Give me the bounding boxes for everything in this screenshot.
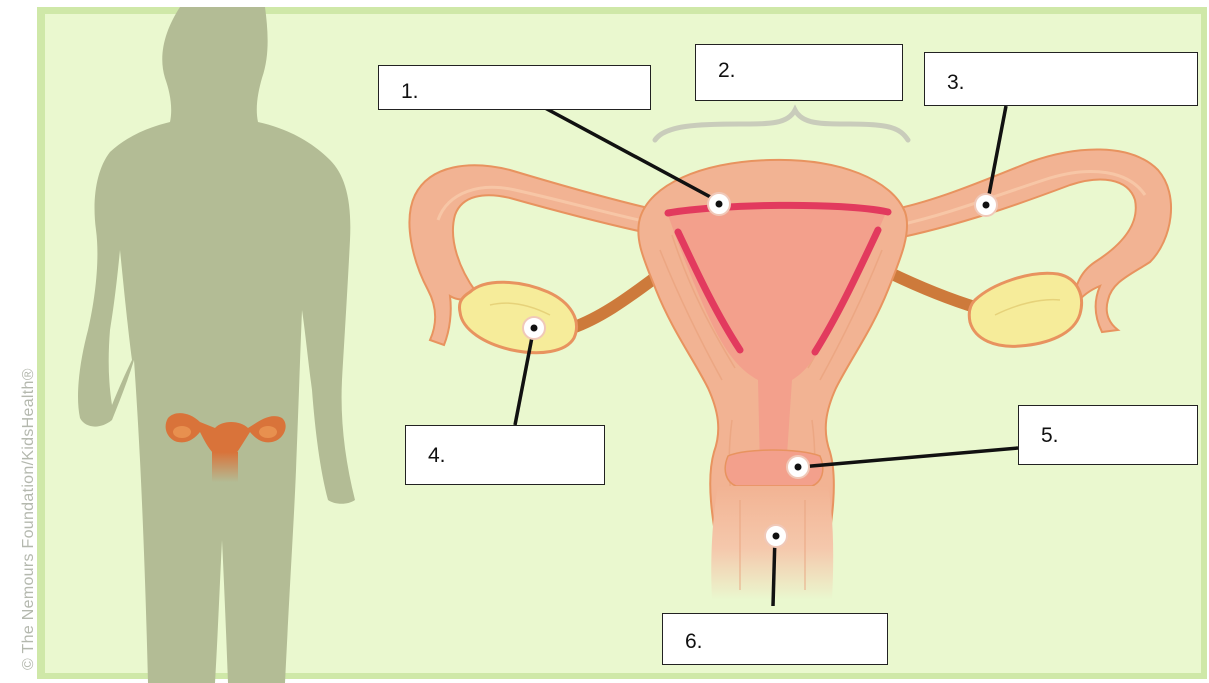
marker-5 xyxy=(787,456,809,478)
label-box-5: 5. xyxy=(1018,405,1198,465)
label-box-4: 4. xyxy=(405,425,605,485)
label-text-1: 1. xyxy=(401,80,419,103)
label-box-1: 1. xyxy=(378,65,651,110)
label-text-6: 6. xyxy=(685,630,703,653)
label-text-2: 2. xyxy=(718,59,736,82)
label-text-3: 3. xyxy=(947,71,965,94)
marker-4 xyxy=(523,317,545,339)
marker-3 xyxy=(975,194,997,216)
label-box-6: 6. xyxy=(662,613,888,665)
label-text-4: 4. xyxy=(428,444,446,467)
label-box-2: 2. xyxy=(695,44,903,101)
marker-1 xyxy=(708,193,730,215)
label-text-5: 5. xyxy=(1041,424,1059,447)
marker-6 xyxy=(765,525,787,547)
copyright-credit: © The Nemours Foundation/KidsHealth® xyxy=(20,368,38,670)
label-box-3: 3. xyxy=(924,52,1198,106)
